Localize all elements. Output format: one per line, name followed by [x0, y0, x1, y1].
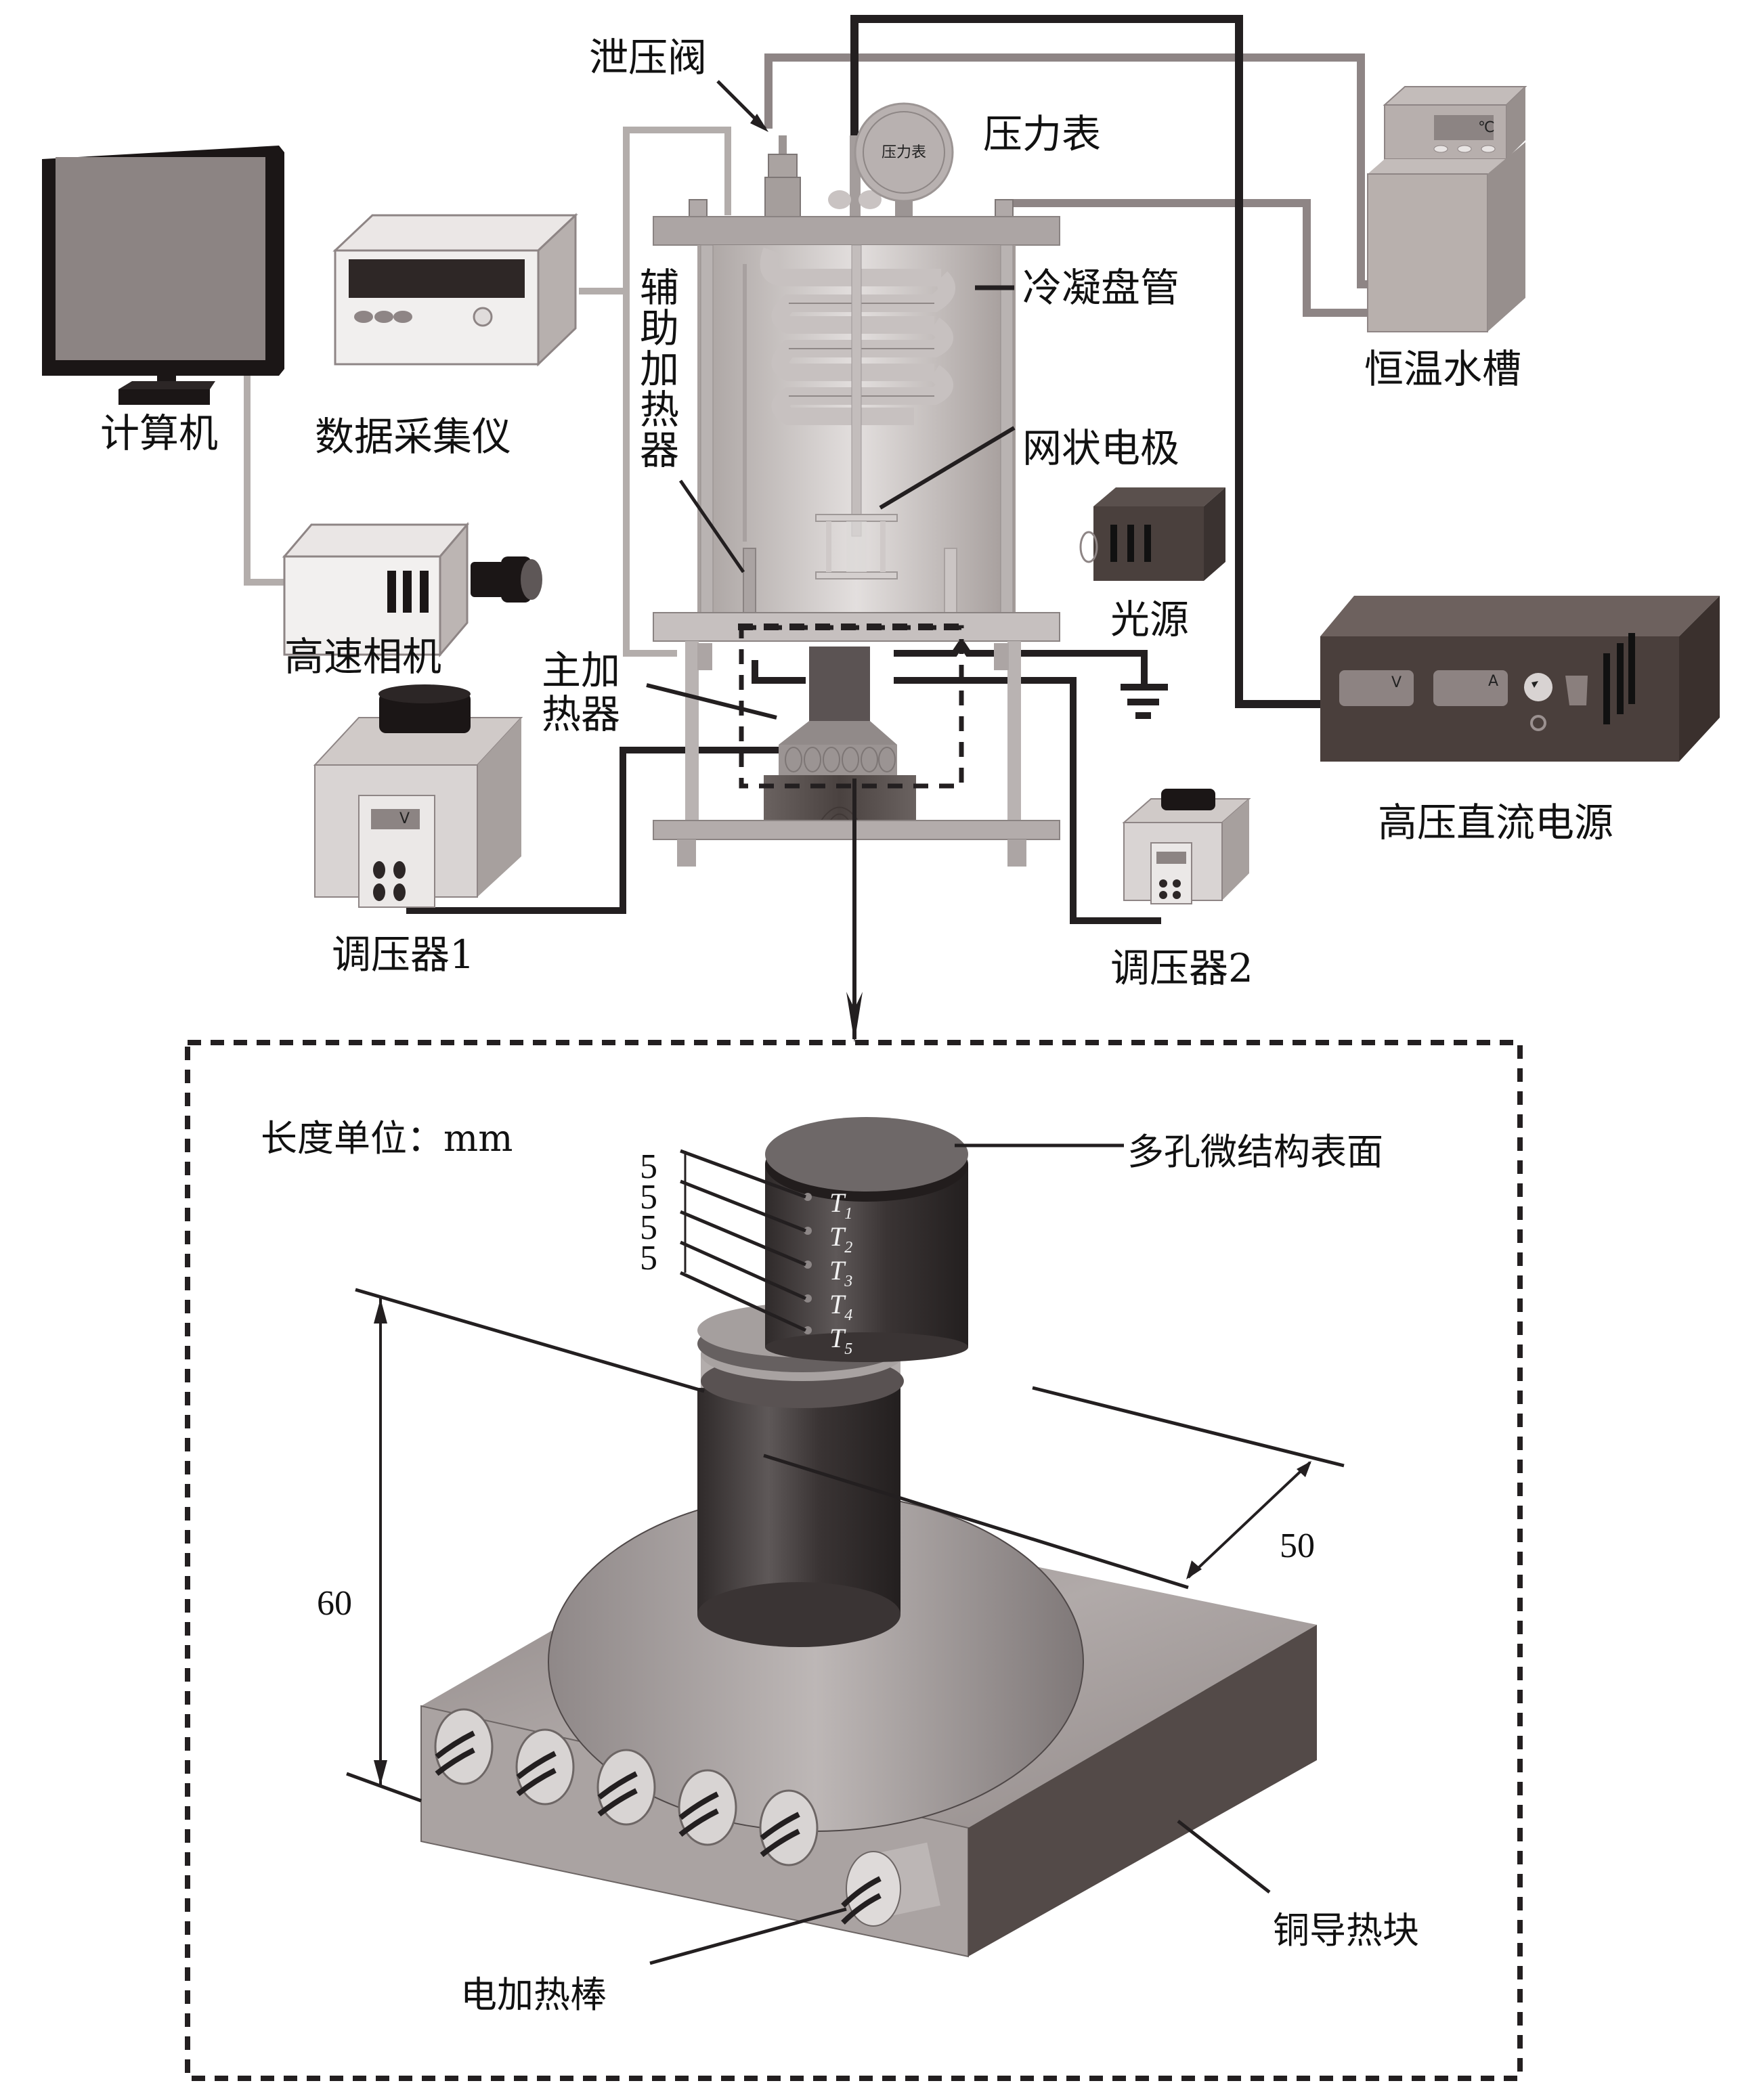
label-hv-dc-power: 高压直流电源 [1378, 800, 1613, 846]
hv-volt-unit: V [1391, 674, 1402, 691]
label-main-heater-1: 主加 [542, 647, 620, 693]
dimension-arrowheads [374, 1298, 1311, 1785]
regulator1-display-unit: V [399, 810, 410, 827]
label-aux-heater-2: 助 [640, 305, 679, 351]
computer: 计算机 [42, 146, 284, 456]
spacing-label-4: 5 [640, 1239, 657, 1277]
label-condenser-coil: 冷凝盘管 [1022, 265, 1179, 311]
label-data-acquisition: 数据采集仪 [315, 414, 511, 460]
label-light-source: 光源 [1110, 596, 1189, 642]
hv-dc-power-supply: V A 高压直流电源 [1320, 596, 1720, 846]
label-aux-heater-5: 器 [640, 427, 679, 473]
label-aux-heater-1: 辅 [640, 265, 679, 311]
label-copper-block: 铜导热块 [1273, 1909, 1419, 1952]
heating-rod-holes [434, 1708, 819, 1866]
label-computer: 计算机 [100, 410, 218, 456]
hv-amp-unit: A [1488, 673, 1498, 690]
ground-wire [894, 636, 1148, 687]
mesh-electrode [815, 514, 898, 579]
daq-pipe [579, 127, 731, 294]
label-mesh-electrode: 网状电极 [1022, 425, 1179, 471]
thermocouple-T5: T5 [829, 1323, 852, 1358]
light-source: 光源 [1079, 487, 1225, 642]
detail-box [185, 1040, 1523, 2081]
heating-rod [841, 1842, 940, 1927]
label-unit-note: 长度单位：mm [261, 1117, 513, 1160]
label-thermostatic-bath: 恒温水槽 [1364, 346, 1521, 392]
detail-arrow [846, 779, 863, 1043]
thermocouple-T3: T3 [829, 1255, 852, 1290]
thermocouple-T4: T4 [829, 1289, 852, 1324]
computer-camera-cable [244, 342, 284, 586]
label-aux-heater-4: 热 [640, 387, 679, 433]
regulator-2: 调压器2 [1110, 789, 1253, 991]
spacing-label-2: 5 [640, 1178, 657, 1217]
pressure-gauge: 压力表 [854, 102, 954, 218]
detail-labels: 长度单位：mm 多孔微结构表面 5 5 5 5 T1 T2 T3 T4 T5 6… [261, 1117, 1419, 2016]
label-heating-rod: 电加热棒 [460, 1973, 607, 2016]
label-regulator-1: 调压器1 [332, 932, 475, 978]
thermostat-unit: ℃ [1478, 119, 1495, 136]
daq-pipe-down [623, 291, 677, 657]
dimension-width: 50 [1280, 1527, 1315, 1565]
thermocouple-T1: T1 [829, 1187, 852, 1223]
copper-block-side [968, 1625, 1317, 1956]
dimension-height: 60 [317, 1584, 352, 1623]
regulator1-wire [406, 747, 779, 914]
vessel-labels: 泄压阀 压力表 冷凝盘管 网状电极 辅 助 加 热 器 主加 热器 [542, 35, 1179, 737]
pipes-and-wires [244, 15, 1412, 924]
thermostatic-bath: ℃ 恒温水槽 [1364, 86, 1527, 392]
heating-rod-wires [435, 1730, 800, 1858]
label-high-speed-camera: 高速相机 [284, 634, 441, 680]
hv-wire [850, 15, 1337, 708]
label-relief-valve: 泄压阀 [589, 35, 707, 81]
spacing-label-1: 5 [640, 1147, 657, 1186]
relief-valve [764, 135, 801, 219]
label-regulator-2: 调压器2 [1110, 945, 1253, 991]
spacing-label-3: 5 [640, 1208, 657, 1247]
label-main-heater-2: 热器 [542, 691, 620, 737]
main-heater [764, 647, 916, 837]
pressure-gauge-face-text: 压力表 [882, 144, 926, 161]
regulator2-wire [894, 677, 1161, 924]
regulator-1: V 调压器1 [313, 684, 523, 978]
label-aux-heater-3: 加 [640, 346, 679, 392]
label-porous-surface: 多孔微结构表面 [1127, 1131, 1383, 1173]
detail-dimensions [346, 1143, 1345, 1965]
thermocouple-T2: T2 [829, 1221, 852, 1256]
high-speed-camera: 高速相机 [282, 521, 542, 680]
water-pipe-lower [995, 199, 1412, 317]
detail-heater-assembly [420, 1117, 1317, 1958]
label-pressure-gauge: 压力表 [983, 111, 1101, 157]
data-acquisition-unit: 数据采集仪 [315, 213, 578, 460]
